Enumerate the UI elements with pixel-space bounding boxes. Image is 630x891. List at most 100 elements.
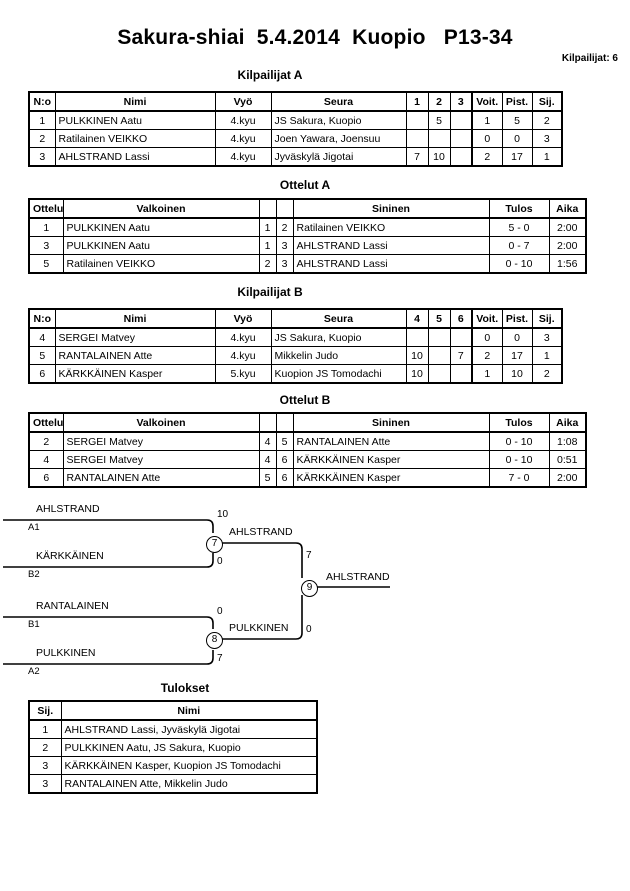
table-header-row: Ottelu Valkoinen Sininen Tulos Aika xyxy=(28,412,587,433)
bracket-sf1-top-name: AHLSTRAND xyxy=(36,503,100,515)
cell-blue: KÄRKKÄINEN Kasper xyxy=(292,450,490,469)
cell-rank: 3 xyxy=(28,774,62,794)
cell-result: 0 - 10 xyxy=(488,254,550,274)
bracket-sf2-bottom-seed: A2 xyxy=(28,666,40,677)
cell-blue-no: 3 xyxy=(275,254,294,274)
cell-match: 6 xyxy=(28,468,64,488)
cell-match: 3 xyxy=(28,236,64,255)
bracket-final-winner: AHLSTRAND xyxy=(326,571,390,583)
cell-result: 7 - 0 xyxy=(488,468,550,488)
table-header-row: Sij. Nimi xyxy=(28,700,318,721)
col-white: Valkoinen xyxy=(62,198,260,219)
col-points: Pist. xyxy=(501,308,533,329)
cell-rank: 1 xyxy=(531,346,563,365)
bracket-sf2-winner: PULKKINEN xyxy=(229,622,289,634)
col-time: Aika xyxy=(548,198,587,219)
pool-a-table: N:o Nimi Vyö Seura 1 2 3 Voit. Pist. Sij… xyxy=(28,91,563,167)
cell-rank: 1 xyxy=(28,719,62,739)
col-time: Aika xyxy=(548,412,587,433)
col-club: Seura xyxy=(270,308,407,329)
bracket-sf1-top-seed: A1 xyxy=(28,522,40,533)
cell-blue: KÄRKKÄINEN Kasper xyxy=(292,468,490,488)
cell-club: Joen Yawara, Joensuu xyxy=(270,129,407,148)
cell-blue-no: 3 xyxy=(275,236,294,255)
cell-match-3 xyxy=(449,110,473,130)
cell-club: Mikkelin Judo xyxy=(270,346,407,365)
cell-wins: 1 xyxy=(471,110,503,130)
cell-time: 2:00 xyxy=(548,468,587,488)
cell-belt: 4.kyu xyxy=(214,129,272,148)
bracket-sf1-winner: AHLSTRAND xyxy=(229,526,293,538)
cell-result: 0 - 10 xyxy=(488,450,550,469)
cell-no: 5 xyxy=(28,346,56,365)
cell-name: KÄRKKÄINEN Kasper, Kuopion JS Tomodachi xyxy=(60,756,318,775)
cell-match-5 xyxy=(427,364,451,384)
cell-name: AHLSTRAND Lassi xyxy=(54,147,216,167)
cell-time: 0:51 xyxy=(548,450,587,469)
cell-white-no: 5 xyxy=(258,468,277,488)
cell-wins: 0 xyxy=(471,129,503,148)
table-header-row: N:o Nimi Vyö Seura 1 2 3 Voit. Pist. Sij… xyxy=(28,91,563,112)
cell-match-1 xyxy=(405,129,429,148)
cell-white-no: 4 xyxy=(258,450,277,469)
table-row: 3 PULKKINEN Aatu 1 3 AHLSTRAND Lassi 0 -… xyxy=(28,236,587,255)
bracket-match-node-8: 8 xyxy=(206,632,223,649)
cell-rank: 1 xyxy=(531,147,563,167)
cell-points: 17 xyxy=(501,147,533,167)
col-belt: Vyö xyxy=(214,91,272,112)
table-row: 6 KÄRKKÄINEN Kasper 5.kyu Kuopion JS Tom… xyxy=(28,364,563,384)
col-white: Valkoinen xyxy=(62,412,260,433)
cell-points: 5 xyxy=(501,110,533,130)
cell-white-no: 1 xyxy=(258,217,277,237)
cell-white-no: 1 xyxy=(258,236,277,255)
cell-blue: Ratilainen VEIKKO xyxy=(292,217,490,237)
table-row: 3 AHLSTRAND Lassi 4.kyu Jyväskylä Jigota… xyxy=(28,147,563,167)
cell-match-4: 10 xyxy=(405,346,429,365)
cell-white: Ratilainen VEIKKO xyxy=(62,254,260,274)
cell-wins: 2 xyxy=(471,346,503,365)
table-row: 5 RANTALAINEN Atte 4.kyu Mikkelin Judo 1… xyxy=(28,346,563,365)
cell-blue-no: 6 xyxy=(275,468,294,488)
col-belt: Vyö xyxy=(214,308,272,329)
cell-name: SERGEI Matvey xyxy=(54,327,216,347)
col-rank: Sij. xyxy=(28,700,62,721)
cell-white-no: 2 xyxy=(258,254,277,274)
cell-name: PULKKINEN Aatu xyxy=(54,110,216,130)
bracket-sf2-top-name: RANTALAINEN xyxy=(36,600,109,612)
cell-white: SERGEI Matvey xyxy=(62,431,260,451)
cell-match-2: 5 xyxy=(427,110,451,130)
page-title: Sakura-shiai 5.4.2014 Kuopio P13-34 xyxy=(117,26,513,49)
cell-result: 5 - 0 xyxy=(488,217,550,237)
cell-no: 1 xyxy=(28,110,56,130)
col-club: Seura xyxy=(270,91,407,112)
bracket-final-bottom-score: 0 xyxy=(306,624,312,635)
table-row: 5 Ratilainen VEIKKO 2 3 AHLSTRAND Lassi … xyxy=(28,254,587,274)
table-row: 1 AHLSTRAND Lassi, Jyväskylä Jigotai xyxy=(28,719,318,739)
table-row: 2 SERGEI Matvey 4 5 RANTALAINEN Atte 0 -… xyxy=(28,431,587,451)
cell-match-2: 10 xyxy=(427,147,451,167)
cell-no: 3 xyxy=(28,147,56,167)
knockout-bracket: AHLSTRAND A1 10 KÄRKKÄINEN B2 0 7 AHLSTR… xyxy=(0,495,630,677)
col-wins: Voit. xyxy=(471,91,503,112)
cell-result: 0 - 7 xyxy=(488,236,550,255)
col-match: Ottelu xyxy=(28,198,64,219)
cell-match-4: 10 xyxy=(405,364,429,384)
cell-match-3 xyxy=(449,147,473,167)
cell-club: JS Sakura, Kuopio xyxy=(270,110,407,130)
cell-blue-no: 2 xyxy=(275,217,294,237)
cell-belt: 4.kyu xyxy=(214,327,272,347)
section-caption-matches-b: Ottelut B xyxy=(279,393,331,407)
cell-match-1: 7 xyxy=(405,147,429,167)
cell-rank: 3 xyxy=(28,756,62,775)
bracket-match-node-7: 7 xyxy=(206,536,223,553)
cell-time: 2:00 xyxy=(548,217,587,237)
cell-points: 0 xyxy=(501,129,533,148)
entrant-count: Kilpailijat: 6 xyxy=(561,53,618,64)
col-name: Nimi xyxy=(54,91,216,112)
cell-rank: 2 xyxy=(531,364,563,384)
cell-club: Kuopion JS Tomodachi xyxy=(270,364,407,384)
cell-white: RANTALAINEN Atte xyxy=(62,468,260,488)
section-caption-results: Tulokset xyxy=(160,681,210,695)
cell-match-2 xyxy=(427,129,451,148)
cell-white: PULKKINEN Aatu xyxy=(62,236,260,255)
